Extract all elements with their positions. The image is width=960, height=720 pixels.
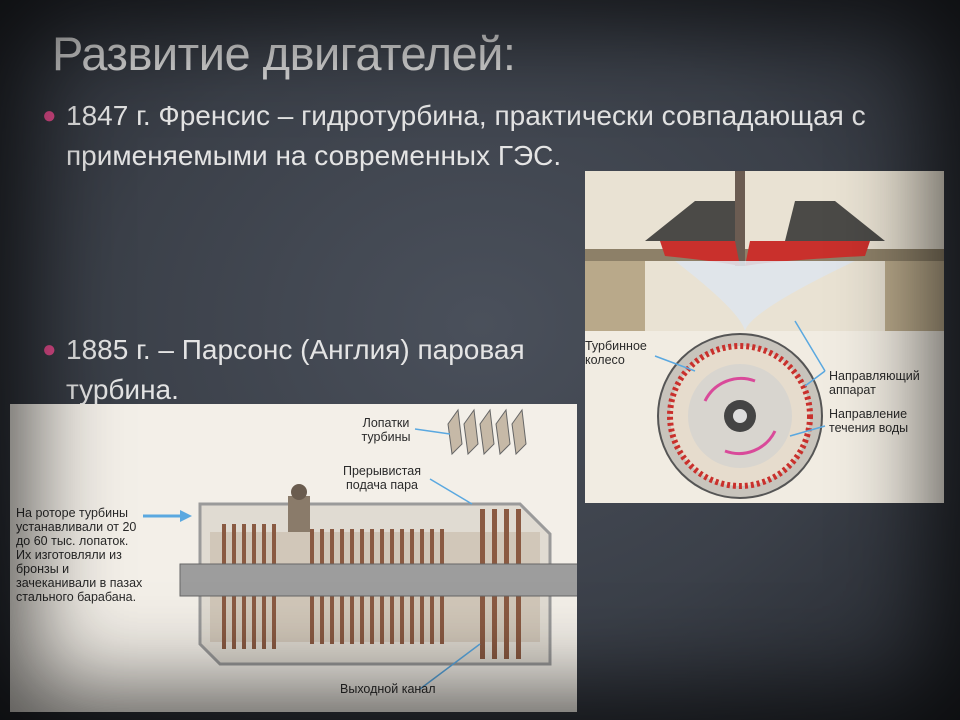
bullet-dot-icon: ● bbox=[42, 336, 57, 363]
runner-label: Турбинное колесо bbox=[585, 339, 647, 367]
bullet-text: 1885 г. – Парсонс (Англия) паровая турби… bbox=[66, 334, 525, 405]
parsons-turbine-diagram bbox=[143, 408, 577, 690]
guide-apparatus-label: Направляющий аппарат bbox=[829, 369, 920, 397]
bullet-text: 1847 г. Френсис – гидротурбина, практиче… bbox=[66, 100, 866, 171]
water-flow-label: Направление течения воды bbox=[829, 407, 909, 435]
bullet-parsons: ● 1885 г. – Парсонс (Англия) паровая тур… bbox=[42, 330, 586, 410]
parsons-turbine-figure: Лопатки турбины Прерывистая подача пара … bbox=[10, 404, 577, 712]
blades-label: Лопатки турбины bbox=[361, 416, 411, 444]
slide-title: Развитие двигателей: bbox=[52, 27, 516, 80]
bullet-francis: ● 1847 г. Френсис – гидротурбина, практи… bbox=[42, 96, 886, 176]
steam-supply-label: Прерывистая подача пара bbox=[342, 464, 421, 492]
bullet-dot-icon: ● bbox=[42, 102, 57, 129]
rotor-note-label: На роторе турбины устанавливали от 20 до… bbox=[16, 506, 143, 604]
francis-turbine-diagram bbox=[585, 171, 944, 499]
francis-turbine-figure: Турбинное колесо Направляющий аппарат На… bbox=[585, 171, 944, 503]
exhaust-channel-label: Выходной канал bbox=[340, 682, 436, 696]
